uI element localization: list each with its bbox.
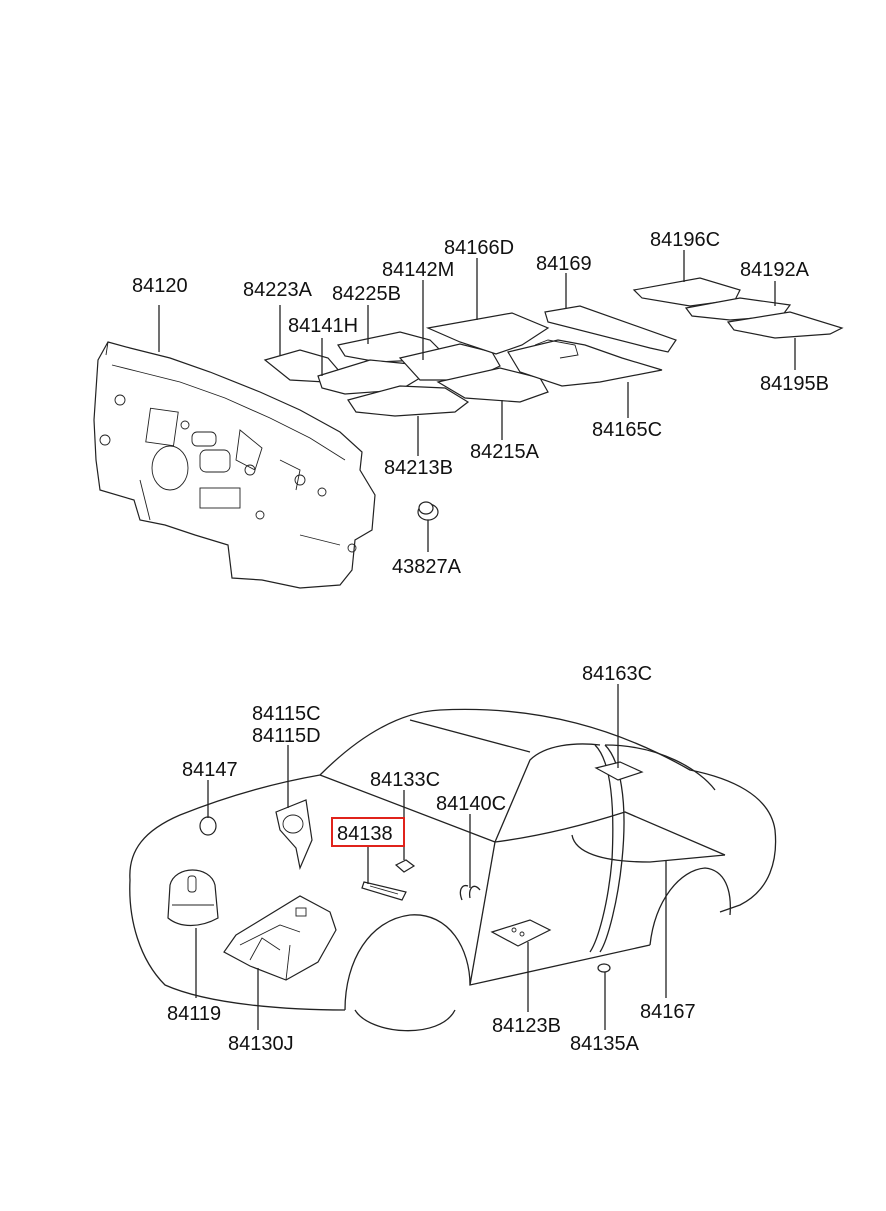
pad-84165C[interactable] — [507, 339, 663, 387]
label-84195B[interactable]: 84195B — [760, 373, 829, 395]
plug-84147[interactable] — [199, 816, 217, 836]
label-84140C[interactable]: 84140C — [436, 793, 506, 815]
label-84115C[interactable]: 84115C — [252, 703, 321, 725]
leader-lines-top — [158, 250, 796, 552]
part-84138[interactable] — [361, 881, 407, 901]
pad-84123B[interactable] — [490, 919, 552, 947]
pad-84213B[interactable] — [347, 385, 470, 417]
label-84135A[interactable]: 84135A — [570, 1033, 640, 1055]
pad-84141H[interactable] — [317, 359, 421, 395]
car-body-outline — [129, 708, 777, 1032]
highlight-box — [331, 817, 405, 847]
insulator-84130J[interactable] — [223, 895, 337, 981]
pad-84169[interactable] — [544, 305, 677, 353]
label-84225B[interactable]: 84225B — [332, 283, 401, 305]
clip-84133C[interactable] — [394, 859, 416, 873]
label-84147[interactable]: 84147 — [182, 759, 238, 781]
grommet-43827A[interactable] — [417, 501, 439, 521]
label-84123B[interactable]: 84123B — [492, 1015, 561, 1037]
label-84138[interactable]: 84138 — [337, 823, 393, 845]
label-84163C[interactable]: 84163C — [582, 663, 652, 685]
label-84120[interactable]: 84120 — [132, 275, 188, 297]
label-84215A[interactable]: 84215A — [470, 441, 540, 463]
part-labels: 84120 84223A 84225B 84141H 84142M 84166D… — [132, 229, 829, 1055]
label-84167[interactable]: 84167 — [640, 1001, 696, 1023]
label-84119[interactable]: 84119 — [167, 1003, 221, 1025]
leader-lines-bottom — [195, 684, 667, 1030]
label-84133C[interactable]: 84133C — [370, 769, 440, 791]
label-84141H[interactable]: 84141H — [288, 315, 358, 337]
clip-84140C[interactable] — [459, 884, 481, 901]
pad-84142M[interactable] — [398, 343, 501, 381]
pad-84166D[interactable] — [425, 312, 550, 355]
label-84192A[interactable]: 84192A — [740, 259, 810, 281]
dash-insulator-84120[interactable] — [93, 341, 376, 589]
label-84142M[interactable]: 84142M — [382, 259, 454, 281]
label-84115D[interactable]: 84115D — [252, 725, 321, 747]
label-84196C[interactable]: 84196C — [650, 229, 720, 251]
label-84166D[interactable]: 84166D — [444, 237, 514, 259]
cover-84119[interactable] — [167, 869, 219, 927]
label-84130J[interactable]: 84130J — [228, 1033, 294, 1055]
pad-84215A[interactable] — [436, 367, 549, 403]
label-43827A[interactable]: 43827A — [392, 556, 462, 578]
label-84223A[interactable]: 84223A — [243, 279, 313, 301]
label-84213B[interactable]: 84213B — [384, 457, 453, 479]
plug-84135A[interactable] — [597, 963, 611, 973]
pad-84163C[interactable] — [594, 761, 644, 781]
insulator-84115C-84115D[interactable] — [275, 799, 313, 871]
label-84169[interactable]: 84169 — [536, 253, 592, 275]
pad-84195B[interactable] — [726, 311, 844, 339]
label-84165C[interactable]: 84165C — [592, 419, 662, 441]
